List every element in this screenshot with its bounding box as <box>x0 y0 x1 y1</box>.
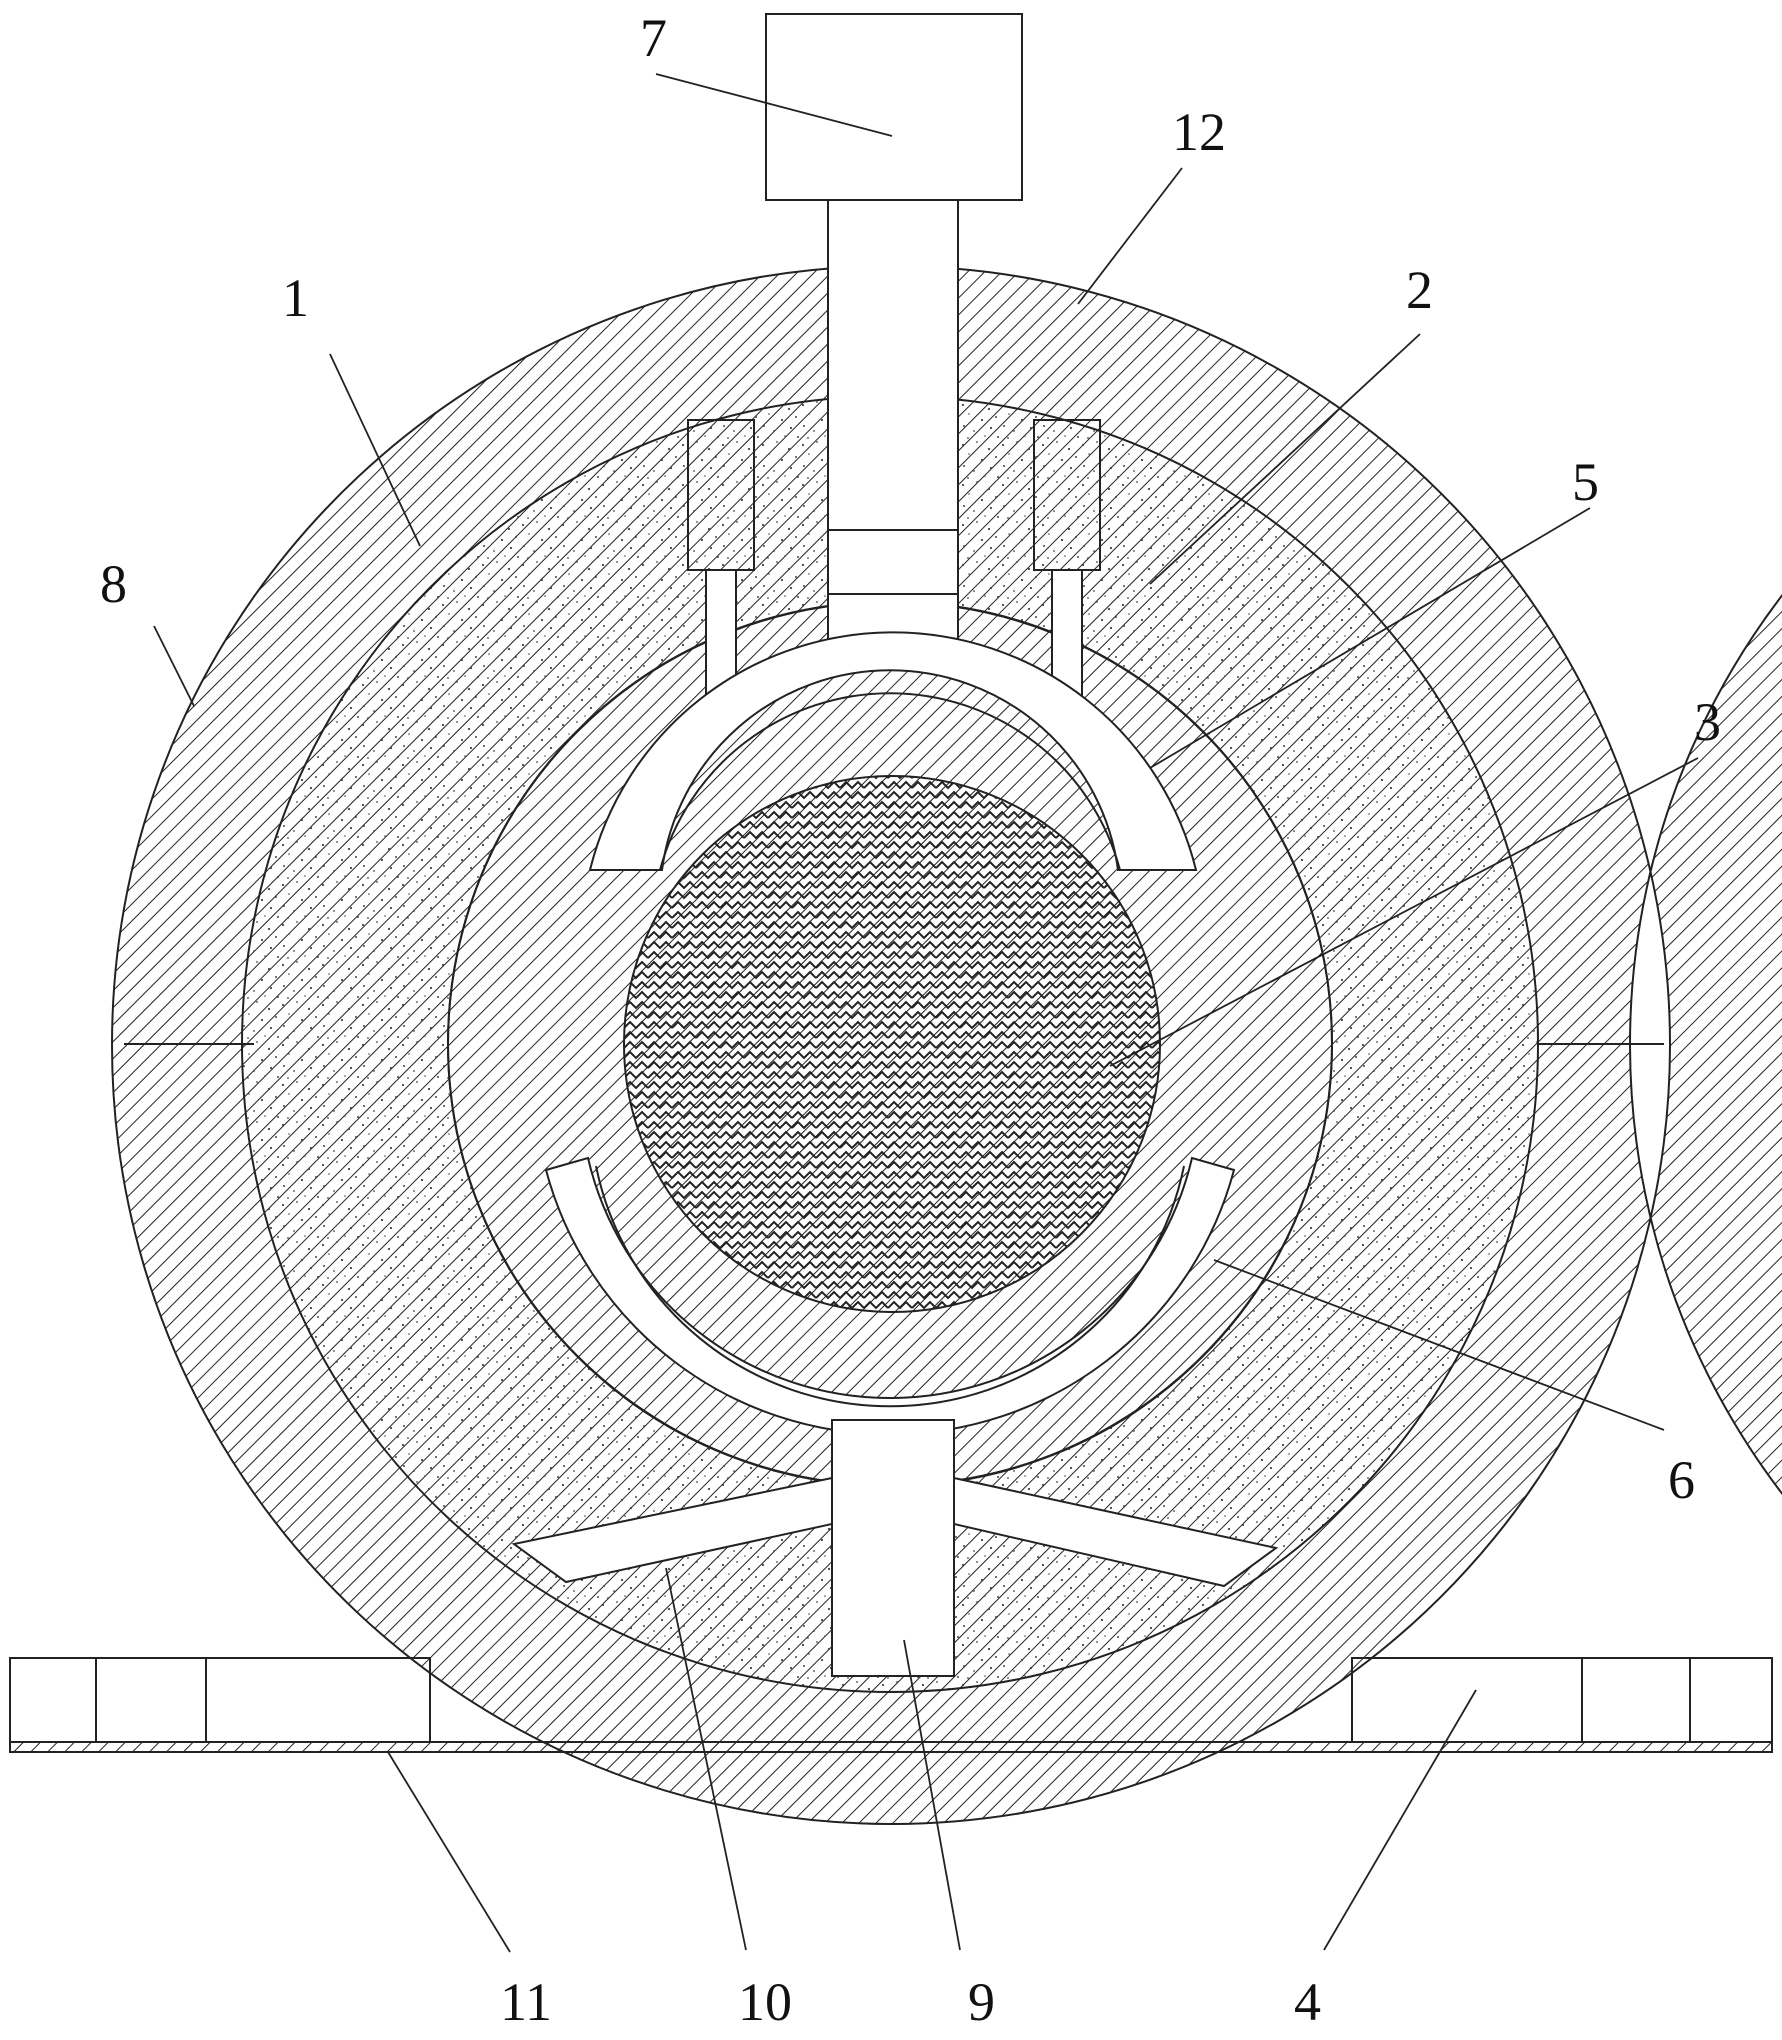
top-box <box>765 13 1023 201</box>
upper-clamp <box>588 631 1198 871</box>
base-right-foot <box>1351 1657 1773 1743</box>
leader-8 <box>153 625 195 707</box>
label-12: 12 <box>1172 102 1226 162</box>
lower-clamp <box>544 1156 1236 1436</box>
label-9: 9 <box>968 1972 995 2032</box>
leader-10 <box>665 1567 747 1951</box>
label-6: 6 <box>1668 1450 1695 1510</box>
top-column-blank <box>828 200 958 656</box>
lower-clamp-lip <box>595 1165 1185 1408</box>
leader-1 <box>329 353 421 547</box>
label-5: 5 <box>1572 452 1599 512</box>
workpiece <box>623 775 1161 1313</box>
leader-5 <box>1149 507 1591 769</box>
leader-4 <box>1323 1689 1477 1951</box>
label-11: 11 <box>500 1972 552 2032</box>
right-strut <box>953 1476 1279 1588</box>
label-7: 7 <box>640 8 667 68</box>
bottom-column <box>831 1419 955 1677</box>
leader-2 <box>1149 333 1421 585</box>
label-2: 2 <box>1406 260 1433 320</box>
label-4: 4 <box>1294 1972 1321 2032</box>
leader-7 <box>655 73 893 137</box>
base-left-foot <box>9 1657 431 1743</box>
label-1: 1 <box>282 268 309 328</box>
leader-9 <box>903 1639 961 1951</box>
leader-11 <box>387 1751 511 1953</box>
label-8: 8 <box>100 554 127 614</box>
leader-3 <box>1109 757 1699 1067</box>
upper-clamp-lip <box>659 692 1121 871</box>
label-10: 10 <box>738 1972 792 2032</box>
left-strut <box>511 1476 833 1584</box>
label-3: 3 <box>1694 692 1721 752</box>
ground-strip <box>9 1741 1773 1753</box>
leader-12 <box>1077 167 1183 305</box>
leader-6 <box>1213 1259 1665 1431</box>
